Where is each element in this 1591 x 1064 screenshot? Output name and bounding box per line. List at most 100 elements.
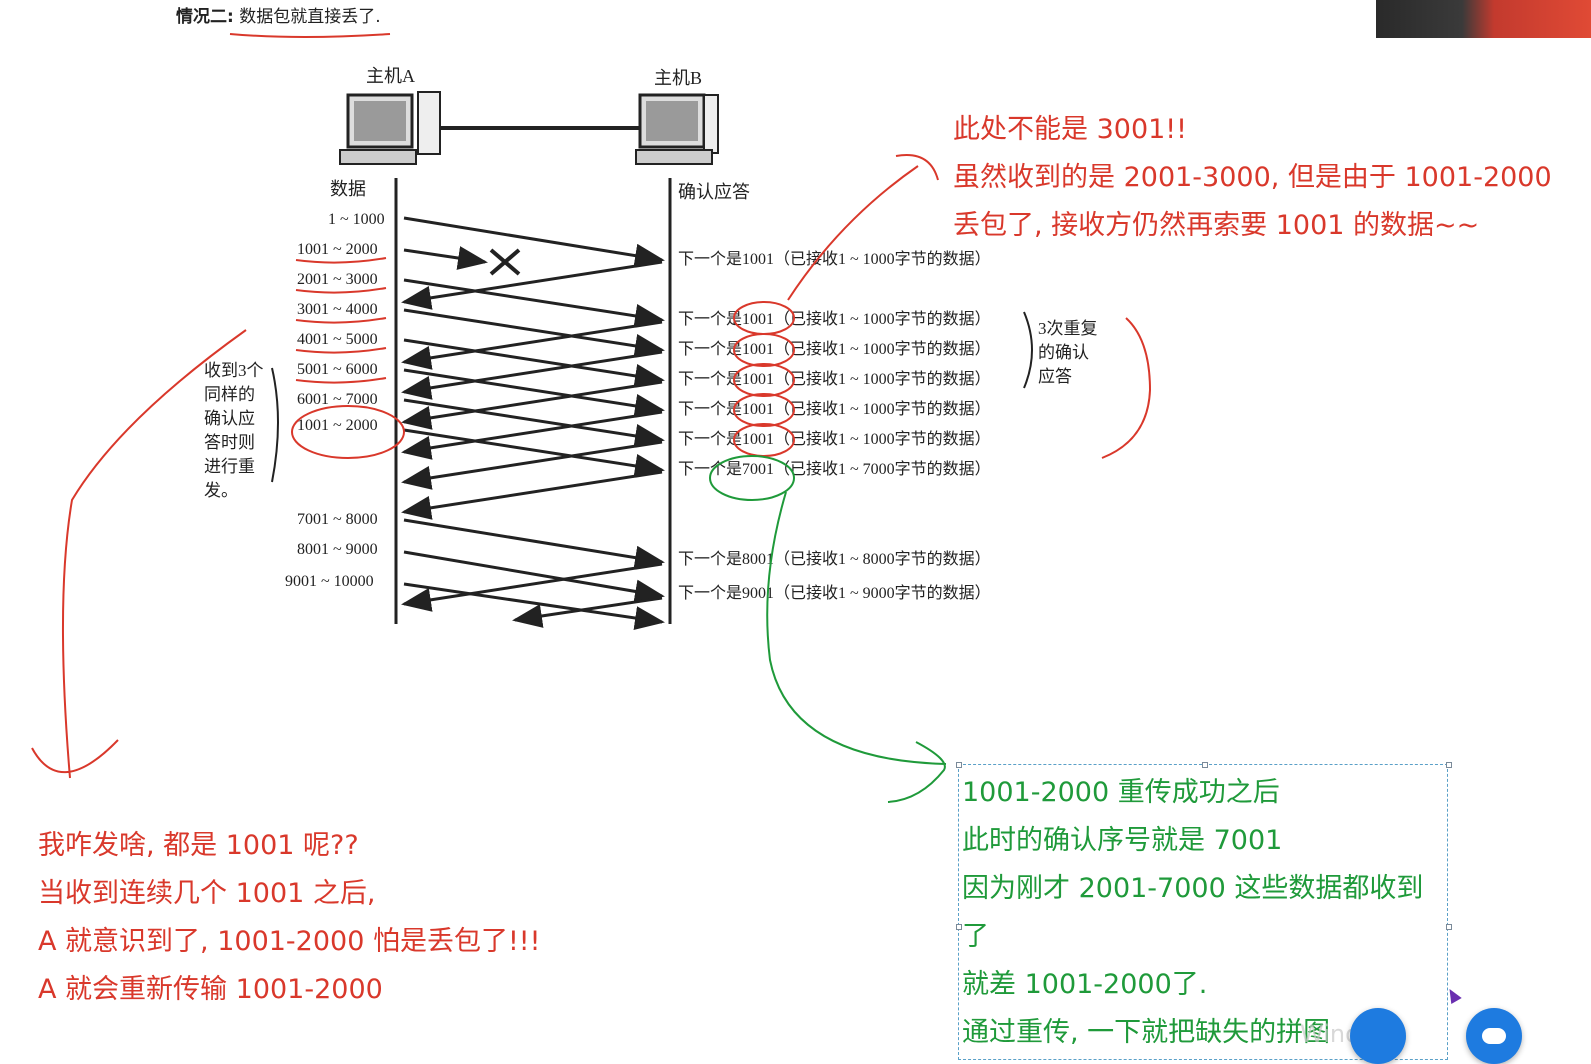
circle-ack — [733, 333, 795, 367]
arrow-seg-10 — [403, 582, 665, 630]
top-red-note: 此处不能是 3001!! 虽然收到的是 2001-3000, 但是由于 1001… — [953, 106, 1552, 250]
host-b-computer-icon — [635, 93, 719, 165]
resize-handle[interactable] — [1446, 924, 1452, 930]
raise-hand-button[interactable] — [1350, 1008, 1406, 1064]
underline-4001 — [295, 347, 387, 354]
top-red-note-line: 此处不能是 3001!! — [953, 114, 1187, 145]
bottom-red-note-line: A 就意识到了, 1001-2000 怕是丢包了!!! — [38, 926, 541, 957]
left-note-line: 收到3个 — [204, 361, 264, 380]
segment-label: 3001 ~ 4000 — [297, 301, 378, 318]
segment-label: 9001 ~ 10000 — [285, 573, 374, 590]
resize-handle[interactable] — [956, 924, 962, 930]
left-note-line: 进行重 — [204, 457, 255, 476]
circle-ack — [733, 393, 795, 427]
heading-text: 数据包就直接丢了. — [239, 7, 381, 27]
ack-arrow — [401, 562, 663, 612]
section-heading: 情况二: 数据包就直接丢了. — [176, 2, 381, 27]
bottom-red-note-line: 当收到连续几个 1001 之后, — [38, 878, 376, 909]
webcam-overlay — [1376, 0, 1591, 38]
ack-arrow — [512, 596, 663, 628]
right-note-line: 的确认 — [1038, 343, 1089, 362]
pointer-to-bottom-note — [31, 329, 247, 779]
green-text-box[interactable]: 1001-2000 重传成功之后 此时的确认序号就是 7001 因为刚才 200… — [958, 764, 1448, 1060]
ack-label: 下一个是1001（已接收1 ~ 1000字节的数据） — [678, 400, 991, 418]
packet-lost-icon — [489, 248, 521, 276]
top-red-note-line: 丢包了, 接收方仍然再索要 1001 的数据~~ — [953, 210, 1480, 241]
host-a-computer-icon — [339, 91, 441, 165]
arrow-seg-3 — [403, 278, 665, 328]
heading-label: 情况二: — [176, 7, 234, 27]
ack-column-title: 确认应答 — [678, 182, 750, 202]
chat-button[interactable] — [1466, 1008, 1522, 1064]
bottom-red-note-line: 我咋发啥, 都是 1001 呢?? — [38, 830, 359, 861]
circle-retransmit — [291, 405, 405, 459]
ack-arrow — [401, 350, 663, 400]
pointer-to-top-note — [787, 154, 939, 301]
arrow-seg-4 — [403, 308, 665, 358]
arrow-seg-2-lost — [403, 246, 488, 270]
ack-label: 下一个是1001（已接收1 ~ 1000字节的数据） — [678, 340, 991, 358]
bottom-red-note-line: A 就会重新传输 1001-2000 — [38, 974, 383, 1005]
resize-handle[interactable] — [1446, 762, 1452, 768]
left-note-line: 答时则 — [204, 433, 255, 452]
ack-arrow — [401, 470, 663, 520]
arrow-seg-5 — [403, 338, 665, 388]
data-arrows — [401, 216, 665, 630]
ack-arrow — [401, 440, 663, 490]
green-note-line: 通过重传, 一下就把缺失的拼图 — [962, 1017, 1331, 1048]
right-note-line: 应答 — [1038, 367, 1072, 386]
segment-label: 8001 ~ 9000 — [297, 541, 378, 558]
ack-label: 下一个是8001（已接收1 ~ 8000字节的数据） — [678, 550, 991, 568]
right-note-line: 3次重复 — [1038, 319, 1098, 338]
segment-label: 4001 ~ 5000 — [297, 331, 378, 348]
green-annotations — [709, 455, 947, 803]
segment-label: 7001 ~ 8000 — [297, 511, 378, 528]
circle-ack — [733, 363, 795, 397]
host-b-label: 主机B — [654, 68, 702, 88]
left-note-line: 同样的 — [204, 385, 255, 404]
left-note-line: 发。 — [204, 481, 238, 500]
ack-label: 下一个是1001（已接收1 ~ 1000字节的数据） — [678, 430, 991, 448]
green-note-line: 了 — [962, 921, 989, 952]
right-bracket — [1023, 311, 1033, 389]
ack-label: 下一个是1001（已接收1 ~ 1000字节的数据） — [678, 310, 991, 328]
ack-label: 下一个是9001（已接收1 ~ 9000字节的数据） — [678, 584, 991, 602]
ack-arrow — [401, 410, 663, 460]
green-note-line: 因为刚才 2001-7000 这些数据都收到 — [962, 873, 1424, 904]
segment-label: 1 ~ 1000 — [328, 211, 385, 228]
bottom-red-note: 我咋发啥, 都是 1001 呢?? 当收到连续几个 1001 之后, A 就意识… — [38, 822, 540, 1014]
ack-arrow — [401, 380, 663, 430]
resize-handle[interactable] — [1202, 762, 1208, 768]
resize-handle[interactable] — [956, 762, 962, 768]
arrow-seg-7 — [403, 398, 665, 448]
circle-7001 — [709, 455, 795, 501]
arrow-seg-6 — [403, 368, 665, 418]
underline-5001 — [295, 377, 387, 384]
underline-3001 — [295, 317, 387, 324]
data-column-title: 数据 — [330, 179, 366, 199]
segment-label: 6001 ~ 7000 — [297, 391, 378, 408]
arrow-seg-8 — [403, 518, 665, 570]
arrow-seg-1 — [403, 216, 665, 268]
segment-label: 1001 ~ 2000 — [297, 241, 378, 258]
heading-underline — [229, 33, 391, 38]
segment-label: 2001 ~ 3000 — [297, 271, 378, 288]
left-note-line: 确认应 — [204, 409, 255, 428]
pointer-to-green-note — [766, 491, 947, 803]
ack-arrow — [401, 320, 663, 370]
green-note-line: 就差 1001-2000了. — [962, 969, 1208, 1000]
top-red-note-line: 虽然收到的是 2001-3000, 但是由于 1001-2000 — [953, 162, 1552, 193]
right-red-bracket — [1101, 317, 1152, 459]
arrow-seg-9 — [403, 550, 665, 604]
green-note-line: 此时的确认序号就是 7001 — [962, 825, 1283, 856]
ack-label: 下一个是1001（已接收1 ~ 1000字节的数据） — [678, 250, 991, 268]
host-a-label: 主机A — [366, 66, 415, 86]
segment-label: 5001 ~ 6000 — [297, 361, 378, 378]
ack-label: 下一个是1001（已接收1 ~ 1000字节的数据） — [678, 370, 991, 388]
arrow-retransmit — [403, 428, 665, 478]
ack-arrow — [401, 260, 663, 310]
red-annotations — [31, 154, 1152, 779]
underline-2001 — [295, 287, 387, 294]
segment-label: 1001 ~ 2000 — [297, 417, 378, 434]
